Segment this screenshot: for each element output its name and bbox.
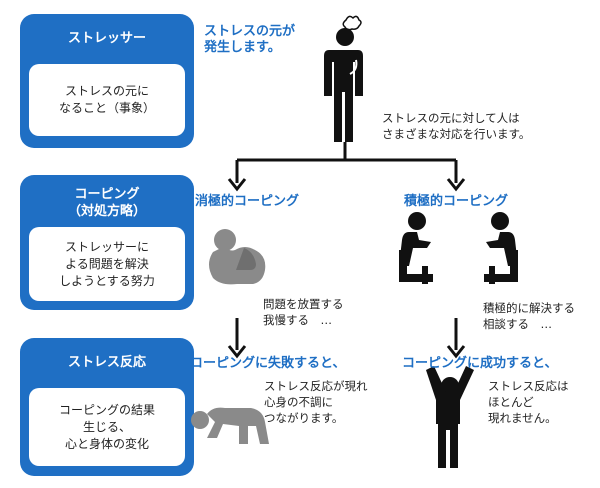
stressor-body: ストレスの元に なること（事象）: [29, 64, 185, 136]
failure-heading: コーピングに失敗すると、: [190, 356, 346, 371]
sad-crouching-person-icon: [209, 229, 266, 285]
failure-result-note: ストレス反応が現れ 心身の不調に つながります。: [264, 379, 368, 425]
success-result-note: ストレス反応は ほとんど 現れません。: [488, 379, 569, 425]
negative-coping-note: 問題を放置する 我慢する …: [263, 297, 344, 327]
collapsed-person-icon: [191, 407, 269, 444]
branch-connector: [235, 142, 458, 183]
positive-coping-note: 積極的に解決する 相談する …: [483, 301, 575, 331]
lower-arrows: [227, 318, 466, 359]
coping-card: コーピング （対処方略） ストレッサーに よる問題を解決 しようとする努力: [20, 175, 194, 310]
success-heading: コーピングに成功すると、: [402, 356, 558, 371]
stress-reaction-body: コーピングの結果 生じる、 心と身体の変化: [29, 388, 185, 466]
stressed-person-icon: [324, 15, 363, 142]
stress-reaction-card: ストレス反応 コーピングの結果 生じる、 心と身体の変化: [20, 338, 194, 476]
coping-body: ストレッサーに よる問題を解決 しようとする努力: [29, 227, 185, 301]
top-note: ストレスの元に対して人は さまざまな対応を行います。: [382, 111, 531, 141]
negative-coping-heading: 消極的コーピング: [195, 194, 300, 209]
cheering-person-icon: [426, 366, 474, 468]
positive-coping-heading: 積極的コーピング: [404, 194, 509, 209]
coping-title: コーピング （対処方略）: [67, 187, 146, 219]
arrow-down-icon: [446, 178, 466, 192]
stressor-card: ストレッサー ストレスの元に なること（事象）: [20, 14, 194, 148]
arrow-down-icon: [227, 178, 247, 192]
top-headline: ストレスの元が 発生します。: [204, 24, 296, 55]
stress-reaction-title: ストレス反応: [67, 355, 146, 370]
stressor-title: ストレッサー: [67, 31, 146, 46]
two-people-talking-icon: [399, 212, 518, 284]
